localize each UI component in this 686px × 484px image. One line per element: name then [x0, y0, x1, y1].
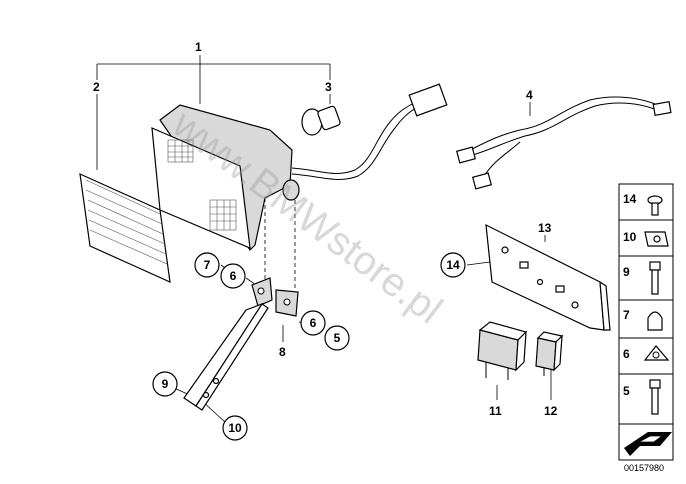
- relay-small: [535, 331, 564, 376]
- legend-label-5: 5: [623, 384, 630, 398]
- part-labels: 1 2 3 4 13 8 11 12: [93, 40, 558, 418]
- screw-icon: [647, 195, 663, 216]
- part-label-4: 4: [526, 88, 533, 102]
- circled-label-6a: 6: [230, 269, 237, 283]
- circled-label-10: 10: [228, 421, 242, 435]
- legend-label-9: 9: [623, 265, 630, 279]
- lamp-bracket-arm: [183, 277, 299, 411]
- wiring-harness: [455, 96, 672, 190]
- part-label-1: 1: [195, 40, 202, 54]
- diagram-id: 00157980: [624, 463, 664, 473]
- legend-label-14: 14: [623, 192, 637, 206]
- part-label-11: 11: [489, 404, 502, 418]
- washer-icon: [643, 345, 670, 361]
- circled-labels: 7 6 6 5 14 9 10: [152, 252, 466, 441]
- relay-large: [477, 321, 528, 380]
- part-label-8: 8: [279, 345, 286, 359]
- direction-arrow-icon: [624, 432, 672, 456]
- part-label-2: 2: [93, 80, 100, 94]
- hex-bolt-icon: [649, 379, 661, 415]
- mounting-plate: [485, 223, 611, 331]
- circled-label-6b: 6: [310, 316, 317, 330]
- part-label-13: 13: [538, 221, 552, 235]
- lamp-lens: [79, 173, 171, 283]
- circled-label-9: 9: [162, 377, 169, 391]
- clip-nut-icon: [644, 231, 669, 247]
- circled-label-5: 5: [334, 331, 341, 345]
- lamp-cable: [291, 83, 448, 180]
- bolt-icon: [649, 261, 661, 295]
- part-label-3: 3: [325, 80, 332, 94]
- legend-label-10: 10: [623, 230, 637, 244]
- lamp-housing: [151, 104, 300, 251]
- circled-label-14: 14: [446, 258, 460, 272]
- circled-label-7: 7: [204, 258, 211, 272]
- bulb: [301, 105, 341, 136]
- part-label-12: 12: [544, 404, 558, 418]
- legend-label-7: 7: [623, 308, 630, 322]
- legend-label-6: 6: [623, 347, 630, 361]
- fastener-legend: 14 10 9 7 6 5 00157980: [618, 183, 674, 473]
- cap-nut-icon: [647, 311, 663, 331]
